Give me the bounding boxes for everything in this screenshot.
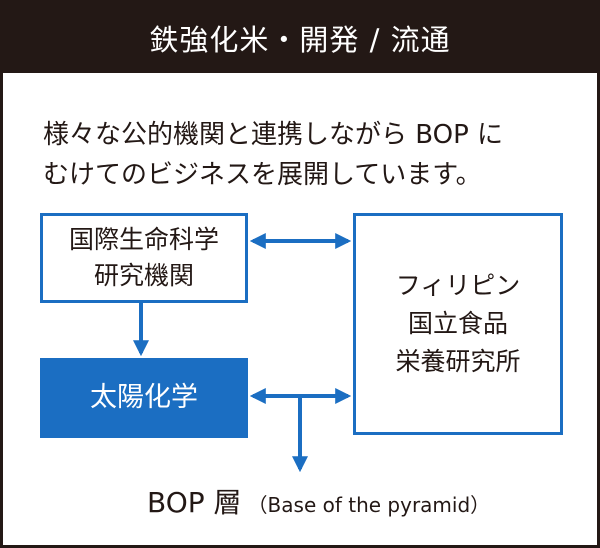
node-philippine-line-1: フィリピン xyxy=(395,271,521,300)
node-institute: 国際生命科学 研究機関 xyxy=(40,213,248,303)
bop-label: BOP 層（Base of the pyramid） xyxy=(147,481,490,521)
intro-line-2: むけてのビジネスを展開しています。 xyxy=(43,160,482,190)
node-institute-line-1: 国際生命科学 xyxy=(68,225,219,254)
arrows-layer xyxy=(133,233,352,473)
bop-sub-label: （Base of the pyramid） xyxy=(247,493,491,517)
node-taiyo: 太陽化学 xyxy=(40,358,248,438)
node-institute-line-2: 研究機関 xyxy=(93,261,194,290)
node-philippine-line-3: 栄養研究所 xyxy=(395,347,521,376)
bop-main-label: BOP 層 xyxy=(147,486,242,519)
node-philippine-line-2: 国立食品 xyxy=(407,309,508,338)
intro-text: 様々な公的機関と連携しながら BOP に むけてのビジネスを展開しています。 xyxy=(43,115,573,195)
node-philippine: フィリピン 国立食品 栄養研究所 xyxy=(353,213,563,435)
node-taiyo-label: 太陽化学 xyxy=(90,382,198,413)
intro-line-1: 様々な公的機関と連携しながら BOP に xyxy=(43,120,504,150)
header-title: 鉄強化米・開発 / 流通 xyxy=(3,3,597,73)
